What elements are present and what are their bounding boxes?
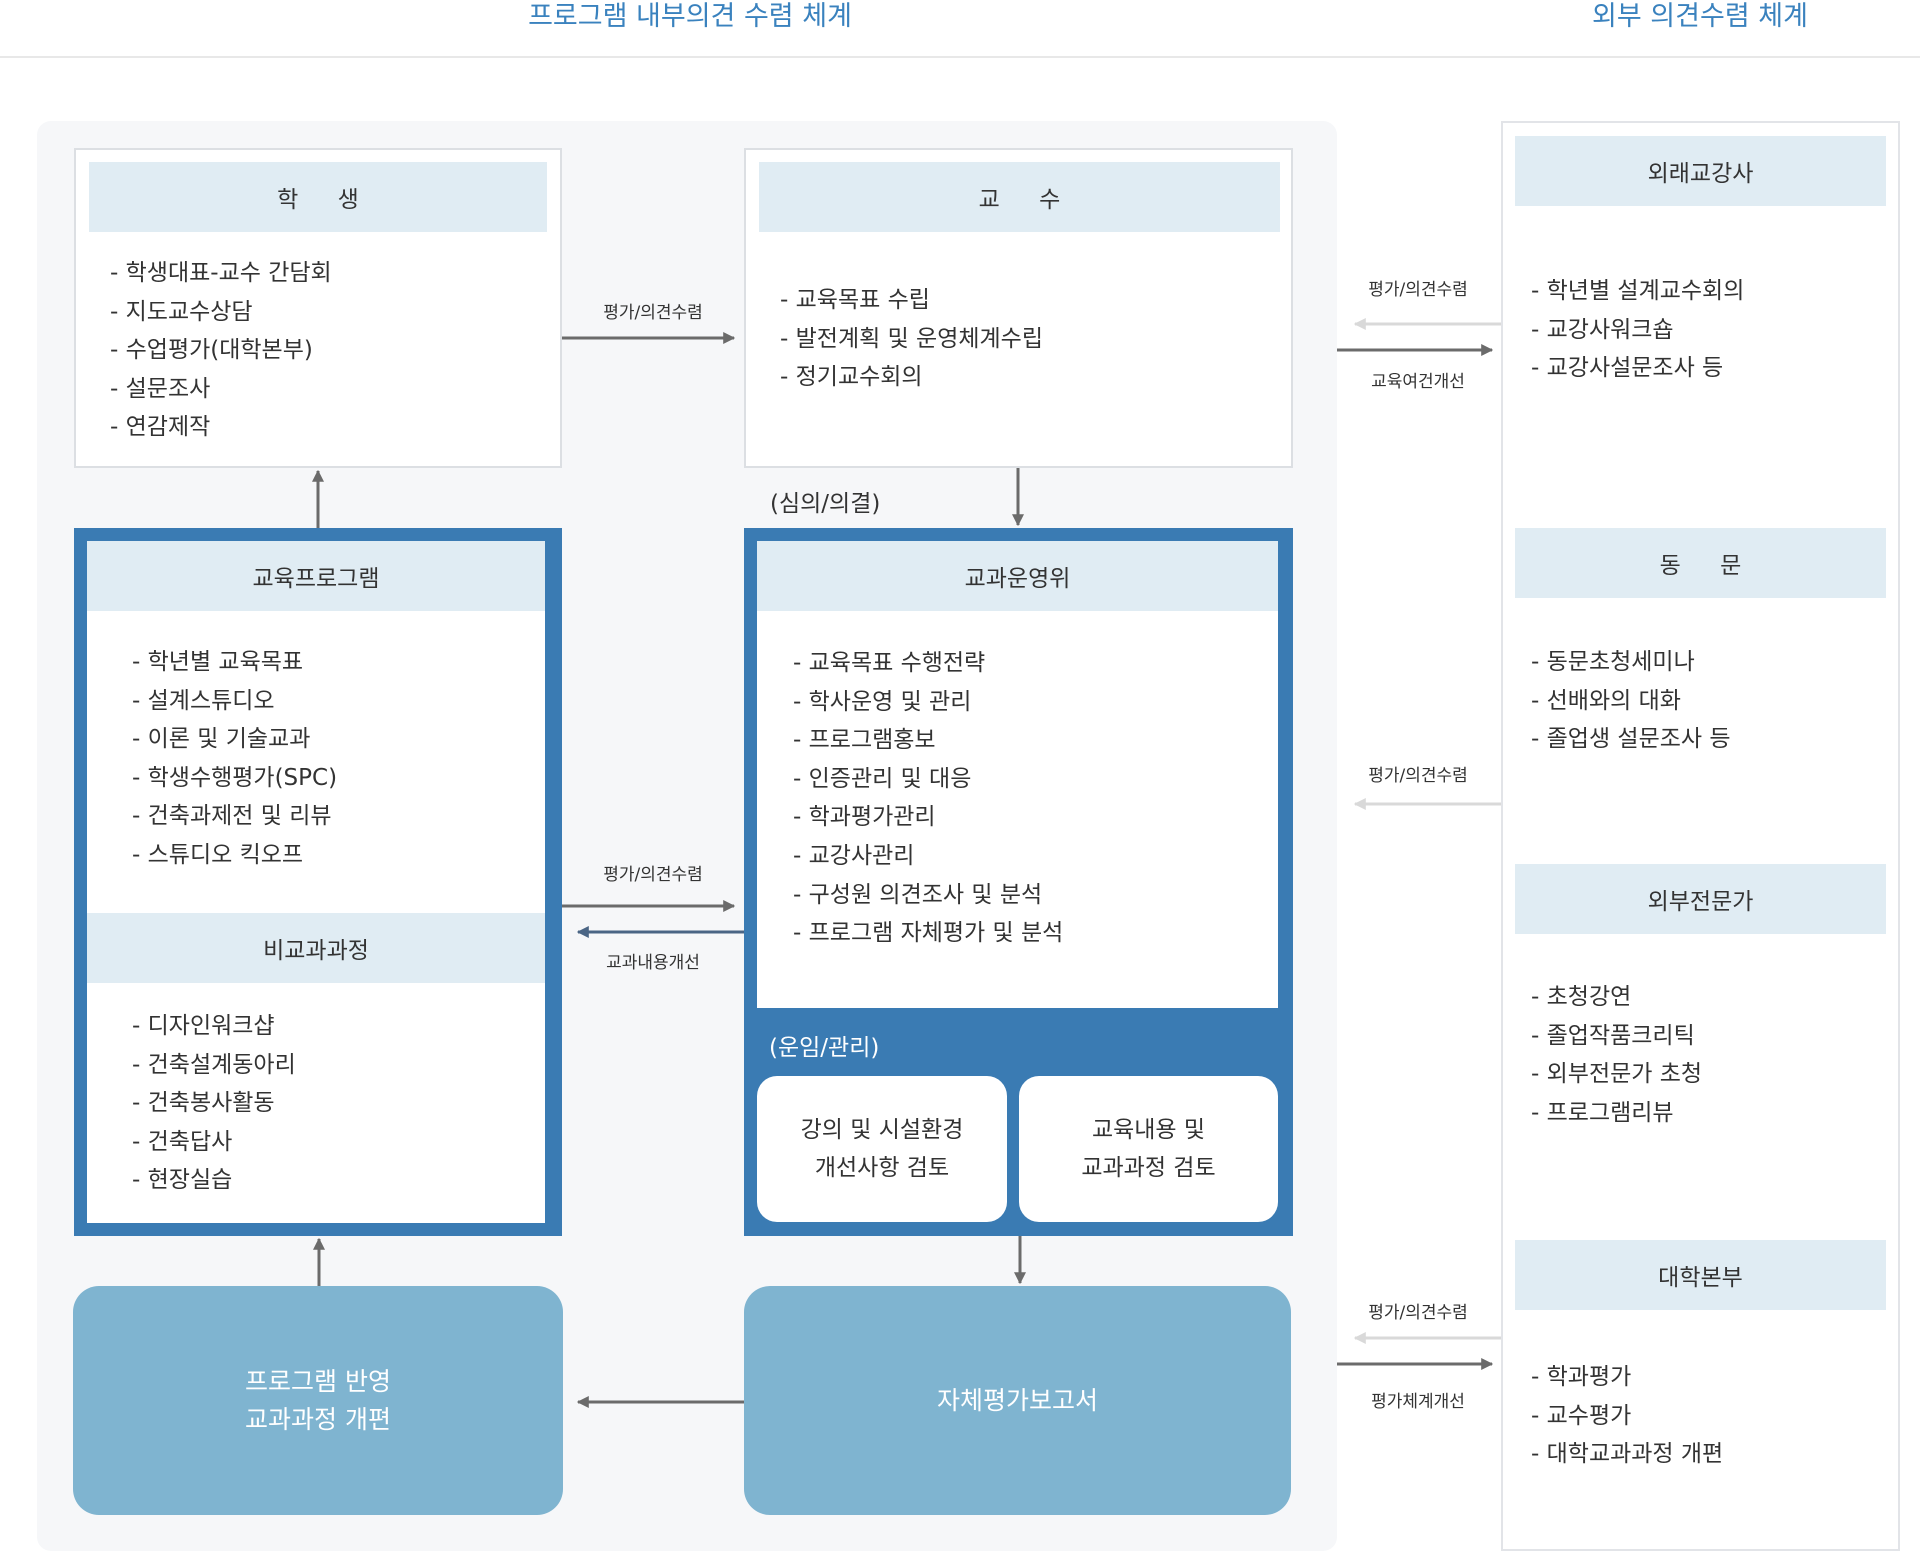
- program-reflection-box: 프로그램 반영 교과과정 개편: [73, 1286, 563, 1515]
- program-reflection-line1: 프로그램 반영: [245, 1366, 391, 1396]
- list-item: 지도교수상담: [110, 293, 332, 332]
- lecturers-list: 학년별 설계교수회의교강사워크숍교강사설문조사 등: [1531, 272, 1745, 388]
- facility-review-box: 강의 및 시설환경 개선사항 검토: [757, 1076, 1007, 1222]
- program-reflection-line2: 교과과정 개편: [245, 1404, 391, 1434]
- list-item: 학년별 설계교수회의: [1531, 272, 1745, 311]
- program-list: 학년별 교육목표설계스튜디오이론 및 기술교과학생수행평가(SPC)건축과제전 …: [132, 643, 337, 875]
- list-item: 스튜디오 킥오프: [132, 836, 337, 875]
- list-item: 학사운영 및 관리: [793, 683, 1063, 722]
- list-item: 교육목표 수행전략: [793, 644, 1063, 683]
- operation-label: (운임/관리): [769, 1035, 880, 1061]
- list-item: 구성원 의견조사 및 분석: [793, 876, 1063, 915]
- list-item: 선배와의 대화: [1531, 682, 1731, 721]
- label-student-to-professor: 평가/의견수렴: [603, 303, 703, 323]
- external-panel: [1501, 121, 1900, 1551]
- external-header: 외부 의견수렴 체계: [1592, 1, 1808, 32]
- label-lecturer-out: 교육여건개선: [1371, 372, 1465, 392]
- extracurricular-list: 디자인워크샵건축설계동아리건축봉사활동건축답사현장실습: [132, 1007, 296, 1200]
- experts-list: 초청강연졸업작품크리틱외부전문가 초청프로그램리뷰: [1531, 978, 1702, 1132]
- committee-list: 교육목표 수행전략학사운영 및 관리프로그램홍보인증관리 및 대응학과평가관리교…: [793, 644, 1064, 953]
- label-university-in: 평가/의견수렴: [1368, 1303, 1468, 1323]
- curriculum-review-box: 교육내용 및 교과과정 검토: [1019, 1076, 1278, 1222]
- list-item: 건축봉사활동: [132, 1084, 296, 1123]
- header-divider: [0, 56, 1920, 58]
- curriculum-review-line1: 교육내용 및: [1091, 1117, 1206, 1143]
- deliberation-label: (심의/의결): [770, 491, 881, 517]
- university-list: 학과평가교수평가대학교과과정 개편: [1531, 1358, 1724, 1474]
- list-item: 학년별 교육목표: [132, 643, 337, 682]
- list-item: 건축답사: [132, 1123, 296, 1162]
- label-program-to-committee: 평가/의견수렴: [603, 865, 703, 885]
- professor-title: 교 수: [759, 162, 1280, 232]
- alumni-title: 동 문: [1515, 528, 1886, 598]
- list-item: 프로그램리뷰: [1531, 1094, 1702, 1133]
- list-item: 학과평가관리: [793, 798, 1063, 837]
- list-item: 건축설계동아리: [132, 1046, 296, 1085]
- alumni-list: 동문초청세미나선배와의 대화졸업생 설문조사 등: [1531, 643, 1731, 759]
- list-item: 학과평가: [1531, 1358, 1723, 1397]
- label-alumni-in: 평가/의견수렴: [1368, 766, 1468, 786]
- list-item: 연감제작: [110, 408, 332, 447]
- professor-box: 교 수 교육목표 수립발전계획 및 운영체계수립정기교수회의: [744, 148, 1293, 468]
- list-item: 교육목표 수립: [780, 281, 1043, 320]
- list-item: 초청강연: [1531, 978, 1702, 1017]
- facility-review-line1: 강의 및 시설환경: [800, 1117, 964, 1143]
- list-item: 교수평가: [1531, 1397, 1723, 1436]
- internal-header: 프로그램 내부의견 수렴 체계: [528, 1, 852, 32]
- list-item: 정기교수회의: [780, 358, 1043, 397]
- program-box: 교육프로그램 학년별 교육목표설계스튜디오이론 및 기술교과학생수행평가(SPC…: [74, 528, 562, 1236]
- label-university-out: 평가체계개선: [1371, 1392, 1465, 1412]
- extracurricular-title: 비교과과정: [87, 913, 545, 983]
- student-list: 학생대표-교수 간담회지도교수상담수업평가(대학본부)설문조사연감제작: [110, 254, 332, 447]
- student-box: 학 생 학생대표-교수 간담회지도교수상담수업평가(대학본부)설문조사연감제작: [74, 148, 562, 468]
- list-item: 교강사설문조사 등: [1531, 349, 1744, 388]
- list-item: 학생수행평가(SPC): [132, 759, 337, 798]
- list-item: 수업평가(대학본부): [110, 331, 332, 370]
- curriculum-review-line2: 교과과정 검토: [1081, 1155, 1216, 1181]
- university-title: 대학본부: [1515, 1240, 1886, 1310]
- list-item: 졸업생 설문조사 등: [1531, 720, 1731, 759]
- committee-inner: 교과운영위 교육목표 수행전략학사운영 및 관리프로그램홍보인증관리 및 대응학…: [757, 541, 1278, 1008]
- list-item: 현장실습: [132, 1161, 296, 1200]
- list-item: 졸업작품크리틱: [1531, 1017, 1702, 1056]
- label-lecturer-in: 평가/의견수렴: [1368, 280, 1468, 300]
- experts-title: 외부전문가: [1515, 864, 1886, 934]
- lecturers-title: 외래교강사: [1515, 136, 1886, 206]
- program-inner: 교육프로그램 학년별 교육목표설계스튜디오이론 및 기술교과학생수행평가(SPC…: [87, 541, 545, 1223]
- list-item: 인증관리 및 대응: [793, 760, 1063, 799]
- self-evaluation-report-label: 자체평가보고서: [936, 1385, 1098, 1415]
- list-item: 설문조사: [110, 370, 332, 409]
- list-item: 프로그램 자체평가 및 분석: [793, 914, 1064, 953]
- list-item: 건축과제전 및 리뷰: [132, 797, 337, 836]
- list-item: 설계스튜디오: [132, 682, 337, 721]
- list-item: 프로그램홍보: [793, 721, 1063, 760]
- list-item: 디자인워크샵: [132, 1007, 296, 1046]
- list-item: 이론 및 기술교과: [132, 720, 337, 759]
- label-committee-to-program: 교과내용개선: [606, 953, 700, 973]
- student-title: 학 생: [89, 162, 547, 232]
- program-title: 교육프로그램: [87, 541, 545, 611]
- committee-title: 교과운영위: [757, 541, 1278, 611]
- professor-list: 교육목표 수립발전계획 및 운영체계수립정기교수회의: [780, 281, 1043, 397]
- list-item: 교강사관리: [793, 837, 1063, 876]
- committee-box: 교과운영위 교육목표 수행전략학사운영 및 관리프로그램홍보인증관리 및 대응학…: [744, 528, 1293, 1236]
- list-item: 외부전문가 초청: [1531, 1055, 1702, 1094]
- list-item: 학생대표-교수 간담회: [110, 254, 332, 293]
- list-item: 대학교과과정 개편: [1531, 1435, 1724, 1474]
- list-item: 발전계획 및 운영체계수립: [780, 320, 1043, 359]
- self-evaluation-report-box: 자체평가보고서: [744, 1286, 1291, 1515]
- list-item: 교강사워크숍: [1531, 311, 1744, 350]
- list-item: 동문초청세미나: [1531, 643, 1731, 682]
- facility-review-line2: 개선사항 검토: [814, 1155, 950, 1181]
